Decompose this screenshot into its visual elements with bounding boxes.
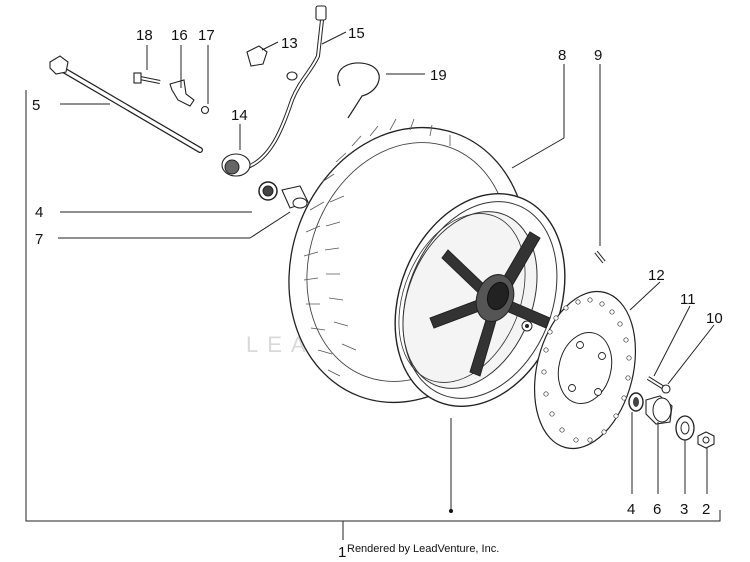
callout-7: 7	[35, 231, 43, 248]
left-bearing-and-spacer	[258, 181, 309, 209]
rendered-by-credit: Rendered by LeadVenture, Inc.	[347, 543, 499, 555]
callout-1: 1	[338, 544, 346, 561]
callout-2: 2	[702, 501, 710, 518]
callout-13: 13	[281, 35, 298, 52]
small-hardware-top	[133, 72, 210, 115]
callout-18: 18	[136, 27, 153, 44]
callout-12: 12	[648, 267, 665, 284]
callout-4-right: 4	[627, 501, 635, 518]
callout-10: 10	[706, 310, 723, 327]
callout-16: 16	[171, 27, 188, 44]
speedometer-drive-and-cable	[221, 5, 380, 177]
callout-6: 6	[653, 501, 661, 518]
callout-4-left: 4	[35, 204, 43, 221]
right-side-hardware	[628, 376, 715, 449]
callout-14: 14	[231, 107, 248, 124]
footer: 1 Rendered by LeadVenture, Inc.	[338, 543, 499, 561]
axle	[49, 55, 203, 153]
bolt-9	[594, 250, 606, 264]
callout-19: 19	[430, 67, 447, 84]
callout-17: 17	[198, 27, 215, 44]
callout-15: 15	[348, 25, 365, 42]
callout-8: 8	[558, 47, 566, 64]
callout-11: 11	[680, 291, 696, 308]
callout-9: 9	[594, 47, 602, 64]
callout-5: 5	[32, 97, 40, 114]
assembly-bracket	[25, 90, 721, 540]
leader-lines	[58, 31, 715, 494]
hub-and-spokes	[429, 231, 551, 377]
brake-disc	[533, 290, 637, 450]
callout-3: 3	[680, 501, 688, 518]
callout-numbers: 5 4 7 18 16 17 14 13 15 19 8 9 12 11 10 …	[32, 25, 723, 518]
